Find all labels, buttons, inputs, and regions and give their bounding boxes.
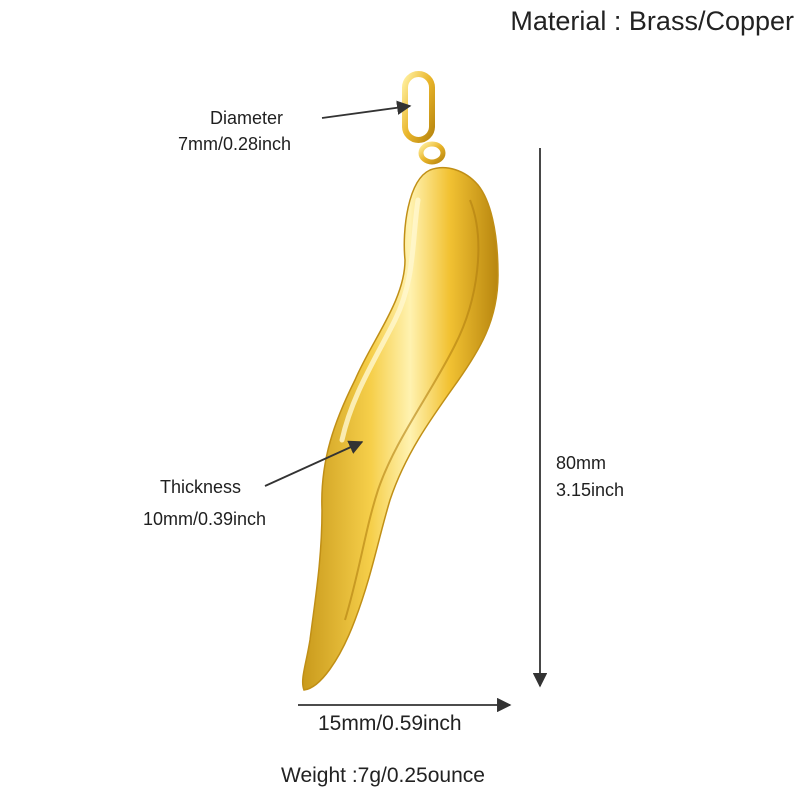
- diameter-arrow: [321, 100, 412, 119]
- length-mm-value: 80mm: [556, 453, 607, 473]
- material-title: Material : Brass/Copper: [510, 6, 794, 36]
- width-value: 15mm/0.59inch: [318, 712, 462, 735]
- diameter-value: 7mm/0.28inch: [178, 134, 292, 154]
- thickness-value: 10mm/0.39inch: [143, 509, 267, 529]
- diameter-label: Diameter: [210, 108, 284, 128]
- jump-ring-bail-icon: [402, 71, 446, 165]
- weight-text: Weight :7g/0.25ounce: [281, 764, 485, 787]
- length-inch-value: 3.15inch: [556, 480, 625, 500]
- italian-horn-pendant-icon: [301, 166, 499, 691]
- thickness-arrow: [264, 440, 364, 487]
- thickness-label: Thickness: [160, 477, 242, 497]
